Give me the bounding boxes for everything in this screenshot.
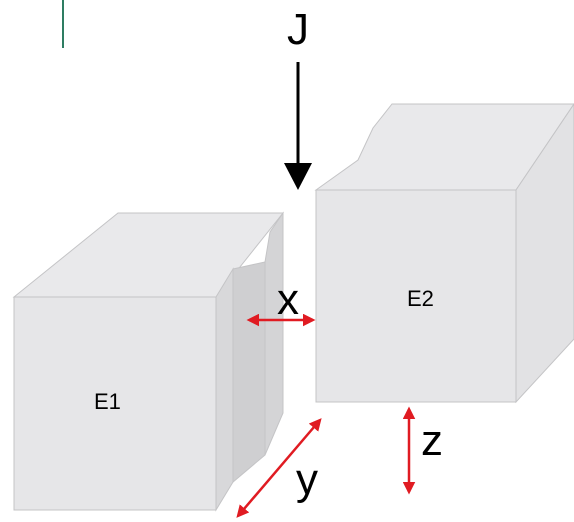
block-e2-side xyxy=(515,103,574,404)
block-e1-fracture-side-2 xyxy=(232,261,266,484)
flow-label: J xyxy=(287,5,309,54)
block-e1-label: E1 xyxy=(94,389,121,414)
gap-y-arrow xyxy=(236,418,322,518)
block-e2 xyxy=(314,103,574,404)
block-e1 xyxy=(12,211,285,512)
gap-x-label: x xyxy=(277,275,299,324)
block-e1-fracture-side-1 xyxy=(215,267,234,512)
block-e1-fracture-side-3 xyxy=(264,211,284,456)
gap-y-label: y xyxy=(296,455,318,504)
arrow-down-head xyxy=(284,163,312,190)
gap-z-label: z xyxy=(421,416,443,465)
block-e2-label: E2 xyxy=(407,286,434,311)
flow-arrow xyxy=(284,62,312,190)
